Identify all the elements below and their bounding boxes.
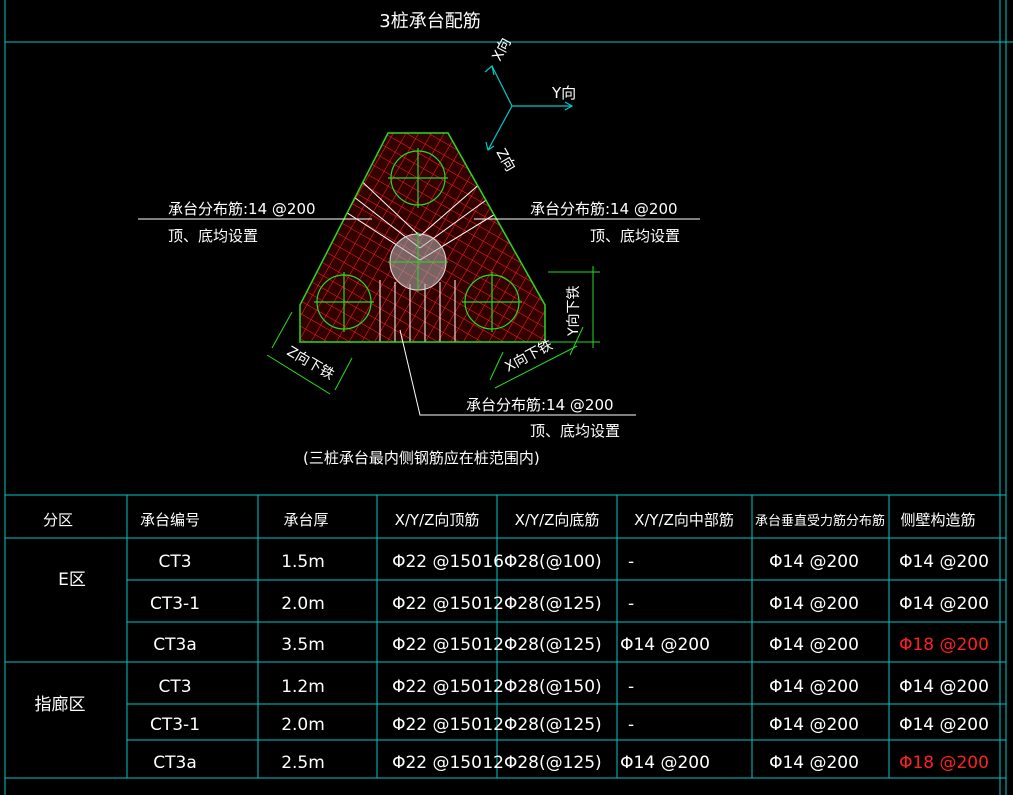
dim-label-x: X向下铁: [502, 337, 555, 375]
cell-top-bars: Φ22 @150: [392, 552, 482, 572]
cell-cap-id: CT3: [158, 552, 191, 572]
cell-side-bars-highlight: Φ18 @200: [899, 753, 989, 773]
cell-bottom-bars: 16Φ28(@100): [482, 552, 601, 572]
dim-label-z: Z向下铁: [284, 344, 337, 384]
pile-circles: [314, 148, 522, 332]
cell-top-bars: Φ22 @150: [392, 753, 482, 773]
note-left-line1: 承台分布筋:14 @200: [168, 200, 316, 218]
cell-thickness: 2.5m: [281, 753, 325, 773]
note-caption: (三桩承台最内侧钢筋应在桩范围内): [303, 449, 540, 467]
cell-thickness: 2.0m: [281, 594, 325, 614]
cell-middle-bars: -: [628, 594, 634, 614]
cell-thickness: 2.0m: [281, 715, 325, 735]
cell-vertical-bars: Φ14 @200: [769, 552, 859, 572]
note-right-line2: 顶、底均设置: [590, 227, 680, 245]
header-top-bars: X/Y/Z向顶筋: [395, 511, 480, 529]
table-grid: [5, 494, 1006, 779]
dimension-lines: [266, 266, 600, 395]
axis-indicator: [484, 64, 574, 151]
cell-bottom-bars: 12Φ28(@125): [482, 753, 601, 773]
note-right-line1: 承台分布筋:14 @200: [530, 200, 678, 218]
header-vertical-bars: 承台垂直受力筋分布筋: [755, 513, 885, 529]
note-left-line2: 顶、底均设置: [168, 227, 258, 245]
zone-label-concourse: 指廊区: [35, 695, 86, 715]
cell-side-bars: Φ14 @200: [899, 594, 989, 614]
cell-top-bars: Φ22 @150: [392, 635, 482, 655]
axis-label-z: Z向: [493, 146, 519, 174]
cell-thickness: 1.5m: [281, 552, 325, 572]
header-thickness: 承台厚: [283, 511, 328, 529]
cell-side-bars: Φ14 @200: [899, 715, 989, 735]
cell-thickness: 3.5m: [281, 635, 325, 655]
table-row: CT3-1 2.0m Φ22 @150 12Φ28(@125) - Φ14 @2…: [150, 594, 989, 614]
cell-thickness: 1.2m: [281, 677, 325, 697]
cell-vertical-bars: Φ14 @200: [769, 715, 859, 735]
cell-cap-id: CT3a: [153, 753, 197, 773]
cell-bottom-bars: 12Φ28(@125): [482, 635, 601, 655]
table-header-row: 分区 承台编号 承台厚 X/Y/Z向顶筋 X/Y/Z向底筋 X/Y/Z向中部筋 …: [43, 511, 976, 529]
cell-top-bars: Φ22 @150: [392, 677, 482, 697]
header-middle-bars: X/Y/Z向中部筋: [634, 511, 734, 529]
cell-middle-bars: -: [628, 715, 634, 735]
header-side-bars: 侧壁构造筋: [900, 511, 975, 529]
cell-top-bars: Φ22 @150: [392, 715, 482, 735]
cell-cap-id: CT3-1: [150, 594, 200, 614]
note-bottom-line2: 顶、底均设置: [530, 422, 620, 440]
header-cap-id: 承台编号: [140, 511, 200, 529]
cell-vertical-bars: Φ14 @200: [769, 753, 859, 773]
header-zone: 分区: [43, 511, 73, 529]
cell-cap-id: CT3-1: [150, 715, 200, 735]
drawing-title: 3桩承台配筋: [379, 11, 480, 32]
axis-label-y: Y向: [551, 84, 576, 102]
table-row: CT3a 2.5m Φ22 @150 12Φ28(@125) Φ14 @200 …: [153, 753, 989, 773]
cell-middle-bars: -: [628, 552, 634, 572]
cell-middle-bars: Φ14 @200: [620, 635, 710, 655]
table-row: CT3a 3.5m Φ22 @150 12Φ28(@125) Φ14 @200 …: [153, 635, 989, 655]
cell-top-bars: Φ22 @150: [392, 594, 482, 614]
table-row: CT3-1 2.0m Φ22 @150 12Φ28(@125) - Φ14 @2…: [150, 715, 989, 735]
cell-bottom-bars: 12Φ28(@150): [482, 677, 601, 697]
cell-bottom-bars: 12Φ28(@125): [482, 594, 601, 614]
cell-vertical-bars: Φ14 @200: [769, 677, 859, 697]
cell-cap-id: CT3a: [153, 635, 197, 655]
table-row: CT3 1.5m Φ22 @150 16Φ28(@100) - Φ14 @200…: [158, 552, 988, 572]
pile-cap: [299, 132, 546, 343]
cell-bottom-bars: 12Φ28(@125): [482, 715, 601, 735]
axis-label-x: X向: [489, 36, 514, 64]
leader-lines: [138, 218, 700, 416]
cell-middle-bars: -: [628, 677, 634, 697]
cell-side-bars: Φ14 @200: [899, 677, 989, 697]
dim-label-y: Y向下铁: [566, 285, 582, 337]
note-bottom-line1: 承台分布筋:14 @200: [466, 396, 614, 414]
cell-vertical-bars: Φ14 @200: [769, 594, 859, 614]
header-bottom-bars: X/Y/Z向底筋: [515, 511, 600, 529]
cell-side-bars-highlight: Φ18 @200: [899, 635, 989, 655]
table-row: CT3 1.2m Φ22 @150 12Φ28(@150) - Φ14 @200…: [158, 677, 988, 697]
cell-side-bars: Φ14 @200: [899, 552, 989, 572]
cell-middle-bars: Φ14 @200: [620, 753, 710, 773]
cell-cap-id: CT3: [158, 677, 191, 697]
zone-label-e: E区: [58, 570, 86, 590]
cell-vertical-bars: Φ14 @200: [769, 635, 859, 655]
